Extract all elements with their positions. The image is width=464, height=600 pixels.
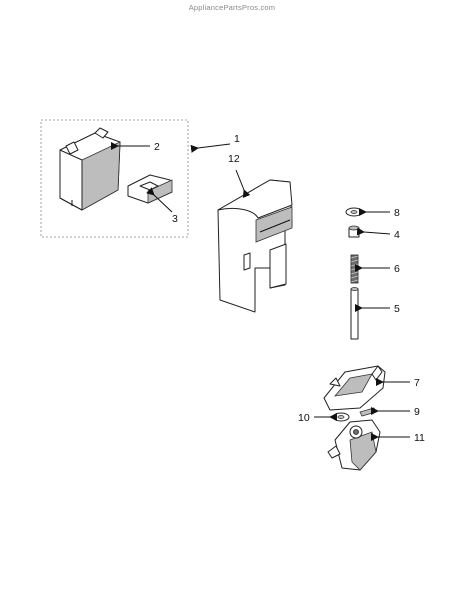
part-5-shaft[interactable] <box>350 287 359 340</box>
part-10-washer[interactable] <box>332 412 350 422</box>
part-12-dispenser-housing[interactable] <box>217 179 293 313</box>
callout-10: 10 <box>298 412 310 424</box>
part-6-spring[interactable] <box>350 254 359 284</box>
leader-lines <box>111 142 410 441</box>
callout-6: 6 <box>394 263 400 275</box>
callout-12: 12 <box>228 153 240 165</box>
callout-8: 8 <box>394 207 400 219</box>
callout-4: 4 <box>394 229 400 241</box>
kit-box <box>40 119 189 238</box>
callout-3: 3 <box>172 213 178 225</box>
part-9-pin[interactable] <box>359 407 377 417</box>
callout-7: 7 <box>414 377 420 389</box>
part-4-bushing[interactable] <box>348 225 360 238</box>
part-8-washer[interactable] <box>345 207 363 217</box>
callout-2: 2 <box>154 141 160 153</box>
callout-11: 11 <box>414 432 425 444</box>
callout-1: 1 <box>234 133 240 145</box>
part-3-bracket[interactable] <box>127 174 173 204</box>
part-2-bin-housing[interactable] <box>59 127 121 211</box>
callout-9: 9 <box>414 406 420 418</box>
callout-5: 5 <box>394 303 400 315</box>
part-7-motor-bracket[interactable] <box>323 365 386 411</box>
watermark: AppliancePartsPros.com <box>188 3 276 12</box>
part-11-motor[interactable] <box>327 419 381 471</box>
